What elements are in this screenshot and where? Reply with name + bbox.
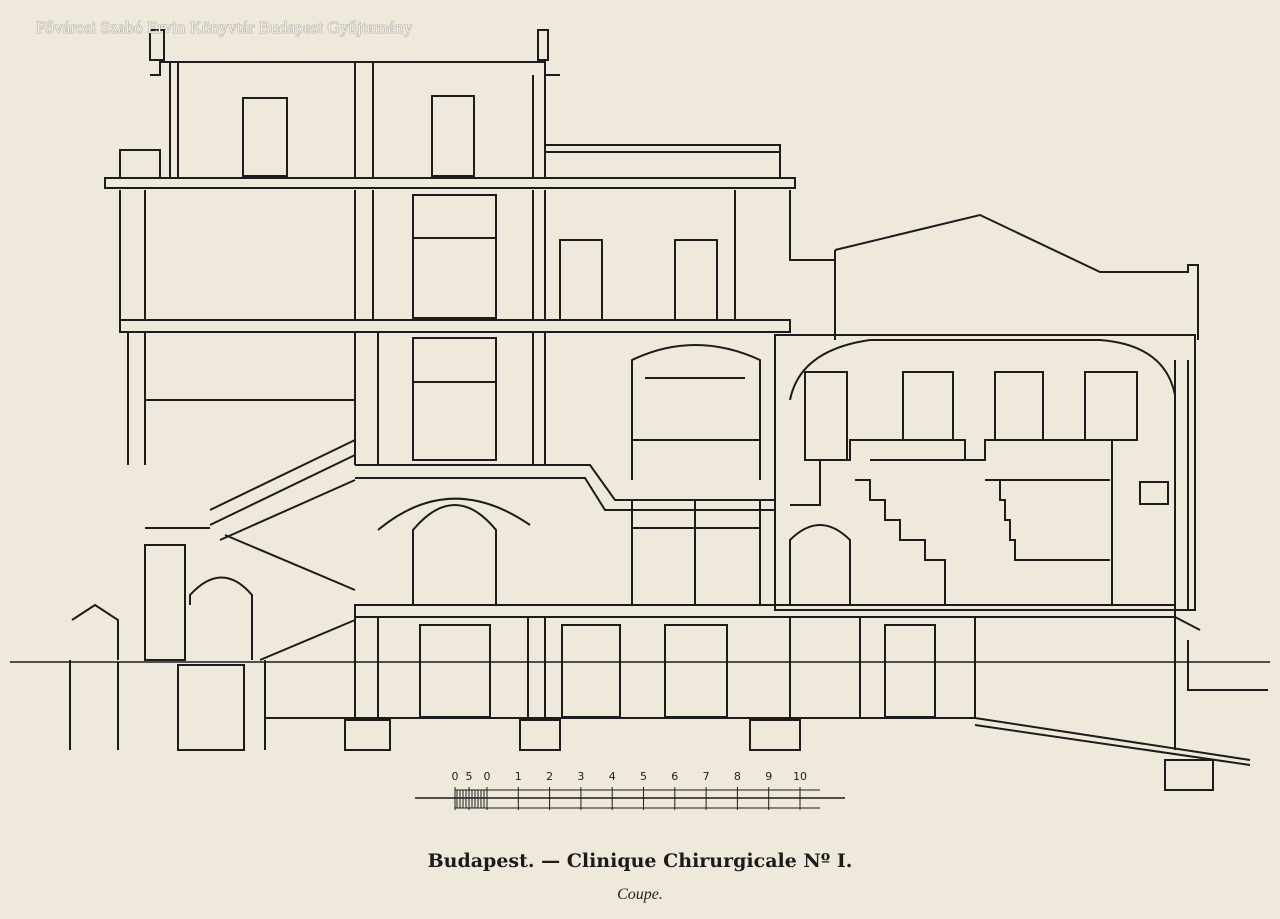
scale-label: 10 [793,770,807,783]
scale-label: 1 [515,770,522,783]
scale-label: 5 [640,770,647,783]
scale-label: 6 [671,770,678,783]
scale-label: 9 [765,770,772,783]
scale-label: 4 [609,770,616,783]
scale-label: 7 [703,770,710,783]
building-section [10,29,1270,791]
scale-label: 2 [546,770,553,783]
scale-label: 8 [734,770,741,783]
drawing-title: Budapest. — Clinique Chirurgicale Nº I. [427,850,853,872]
scale-label: 0 [452,770,459,783]
library-watermark: Fővárosi Szabó Ervin Könyvtár Budapest G… [36,18,413,37]
scale-label: 0 [484,770,491,783]
scale-label: 3 [577,770,584,783]
scale-label: 5 [466,770,473,783]
drawing-subtitle: Coupe. [617,886,663,903]
